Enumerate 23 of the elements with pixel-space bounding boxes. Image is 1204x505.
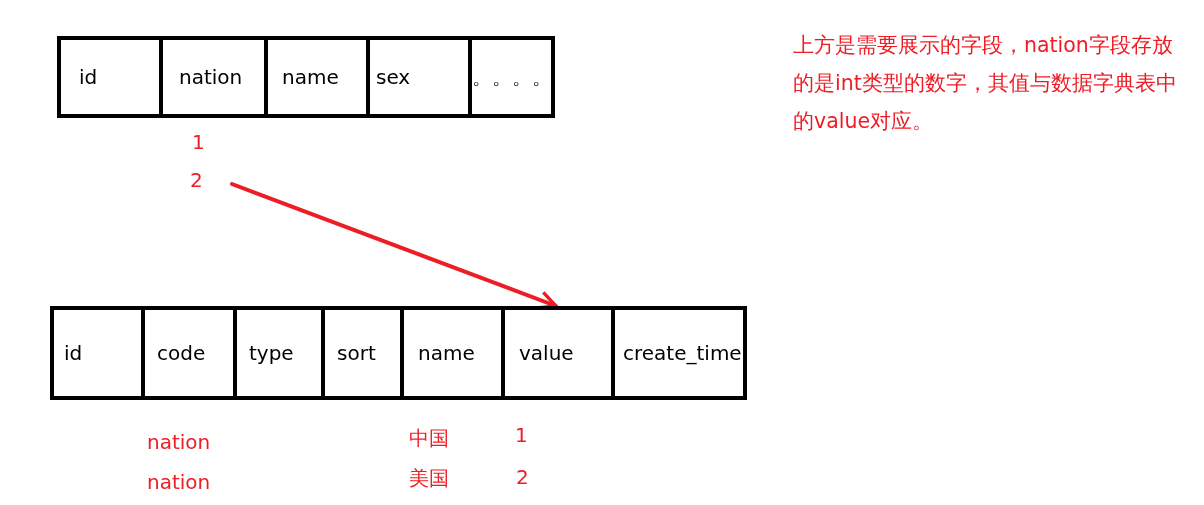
value-number: 2 — [190, 168, 203, 192]
column-name: create_time — [623, 341, 742, 365]
column-name: 。。。。 — [472, 63, 552, 91]
annotation-text: 中国 — [409, 425, 449, 452]
table-box — [50, 306, 747, 400]
column-name: nation — [179, 65, 243, 89]
column-name: sex — [376, 65, 411, 89]
annotation-text: nation — [147, 470, 211, 494]
column-name: value — [519, 341, 574, 365]
annotation-text: 1 — [515, 423, 528, 447]
annotation-text: 1 — [192, 130, 205, 154]
column-name: id — [64, 341, 83, 365]
annotation-text: nation — [147, 430, 211, 454]
table-box — [57, 36, 555, 118]
column-name: name — [282, 65, 339, 89]
column-name: id — [79, 65, 98, 89]
column-name: type — [249, 341, 294, 365]
annotation-text: 2 — [516, 465, 529, 489]
column-name: code — [157, 341, 206, 365]
column-name: sort — [337, 341, 376, 365]
column-name: name — [418, 341, 475, 365]
note-text: 上方是需要展示的字段，nation字段存放的是int类型的数字，其值与数据字典表中的value对应。 — [793, 32, 1178, 135]
annotation-text: 美国 — [409, 465, 449, 492]
